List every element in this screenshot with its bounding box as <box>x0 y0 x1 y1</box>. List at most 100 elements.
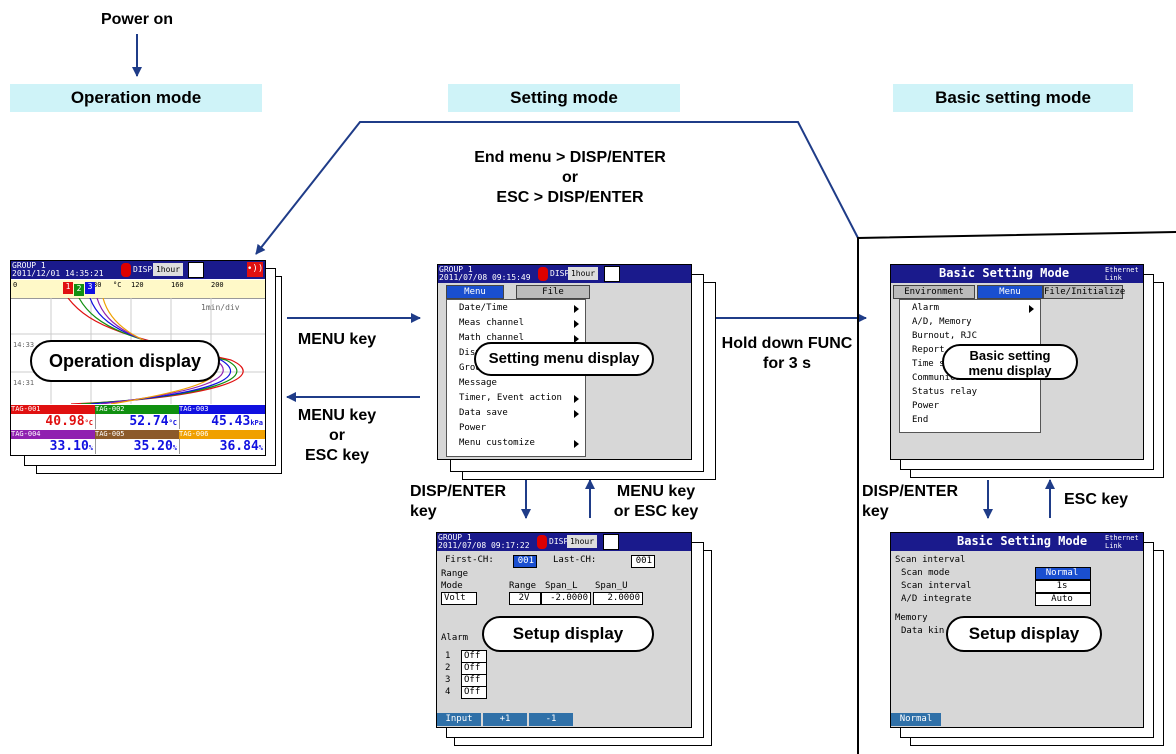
camera-icon <box>188 262 204 278</box>
menu-item[interactable]: Timer, Event action <box>459 393 562 403</box>
menu-item[interactable]: Math channel <box>459 333 525 343</box>
operation-display-label: Operation display <box>30 340 220 382</box>
marker-2: 2 <box>74 284 84 296</box>
menu-item[interactable]: Group <box>459 363 487 373</box>
marker-3: 3 <box>85 282 95 294</box>
menu-item[interactable]: Menu customize <box>459 438 535 448</box>
tab-environment[interactable]: Environment <box>893 285 975 299</box>
menu-item[interactable]: A/D, Memory <box>912 317 972 327</box>
interval-box: 1hour <box>153 263 183 276</box>
tab-file-initialize[interactable]: File/Initialize <box>1043 285 1126 299</box>
menu-item[interactable]: Data save <box>459 408 508 418</box>
tab-file[interactable]: File <box>516 285 590 299</box>
setting-mode-header: Setting mode <box>448 84 680 112</box>
last-ch-field[interactable]: 001 <box>631 555 655 568</box>
menu-item[interactable]: End <box>912 415 929 425</box>
menu-item[interactable]: Burnout, RJC <box>912 331 978 341</box>
return-to-operation-arrow <box>255 121 859 255</box>
span-u-label: Span_U <box>595 581 628 591</box>
ad-integrate-label: A/D integrate <box>901 594 972 604</box>
span-l-field[interactable]: -2.0000 <box>541 592 591 605</box>
menu-item[interactable]: Communicat <box>912 373 967 383</box>
menu-item[interactable]: Meas channel <box>459 318 525 328</box>
tag-1-value: 40.98°C <box>45 414 93 429</box>
mode-label: Mode <box>441 581 463 591</box>
setting-menu-header: GROUP 1 2011/07/08 09:15:49 DISP 1hour <box>438 265 691 283</box>
alarm-4-field[interactable]: Off <box>461 686 487 699</box>
operation-header: GROUP 1 2011/12/01 14:35:21 DISP 1hour •… <box>11 261 265 279</box>
tag-1-name: TAG-001 <box>11 405 95 414</box>
scan-mode-field[interactable]: Normal <box>1035 567 1091 580</box>
camera-icon <box>604 266 620 282</box>
span-u-field[interactable]: 2.0000 <box>593 592 643 605</box>
tag-4-value: 33.10% <box>49 439 93 454</box>
hold-func-label: Hold down FUNC for 3 s <box>721 335 853 372</box>
back-key-label: MENU key or ESC key <box>297 407 377 464</box>
camera-icon <box>603 534 619 550</box>
range-field[interactable]: 2V <box>509 592 541 605</box>
softkey-plus1[interactable]: +1 <box>483 713 527 726</box>
esc-key-label: ESC key <box>1064 491 1129 508</box>
alarm-icon <box>121 263 131 277</box>
setting-menu-display-label: Setting menu display <box>474 342 654 376</box>
last-ch-label: Last-CH: <box>553 555 597 565</box>
softkey-input[interactable]: Input <box>437 713 481 726</box>
tag-3-name: TAG-003 <box>179 405 265 414</box>
menu-item[interactable]: Report <box>912 345 945 355</box>
setting-menu-list: Date/Time Meas channel Math channel Disp… <box>446 299 586 457</box>
data-kind-label: Data kin <box>901 626 945 636</box>
menu-item[interactable]: Power <box>912 401 940 411</box>
scan-mode-label: Scan mode <box>901 568 950 578</box>
softkey-bar: Normal <box>891 713 1143 727</box>
top-arrow-label: End menu > DISP/ENTER or ESC > DISP/ENTE… <box>474 149 666 206</box>
scan-interval-field[interactable]: 1s <box>1035 580 1091 593</box>
alarm-2-num: 2 <box>445 663 451 673</box>
menu-item[interactable]: Status relay <box>912 387 978 397</box>
tab-menu[interactable]: Menu <box>977 285 1043 299</box>
menu-item[interactable]: Time sett <box>912 359 961 369</box>
disp-enter-label-basic: DISP/ENTER key <box>862 483 959 520</box>
setup-display-label: Setup display <box>482 616 654 652</box>
operation-mode-header: Operation mode <box>10 84 262 112</box>
alarm-4-num: 4 <box>445 687 451 697</box>
basic-setting-menu-display-label: Basic setting menu display <box>942 344 1078 380</box>
alarm-1-num: 1 <box>445 651 451 661</box>
basic-setting-mode-header: Basic setting mode <box>893 84 1133 112</box>
menu-esc-label: MENU key or ESC key <box>613 483 699 520</box>
ad-integrate-field[interactable]: Auto <box>1035 593 1091 606</box>
tag-2-value: 52.74°C <box>129 414 177 429</box>
time-1: 14:33 <box>13 341 35 349</box>
alarm-3-num: 3 <box>445 675 451 685</box>
basic-setup-display-label: Setup display <box>946 616 1102 652</box>
span-l-label: Span_L <box>545 581 578 591</box>
alarm-icon <box>538 267 548 281</box>
alarm-icon <box>537 535 547 549</box>
power-on-label: Power on <box>100 11 173 28</box>
tag-5-name: TAG-005 <box>95 430 179 439</box>
alarm-label: Alarm <box>441 633 469 643</box>
basic-setup-header: Basic Setting Mode Ethernet Link <box>891 533 1143 551</box>
tag-4-name: TAG-004 <box>11 430 95 439</box>
status-icon: •)) <box>247 262 263 277</box>
scan-interval-header: Scan interval <box>895 555 966 565</box>
setup-header: GROUP 1 2011/07/08 09:17:22 DISP 1hour <box>437 533 691 551</box>
softkey-bar: Input +1 -1 <box>437 713 691 727</box>
marker-1: 1 <box>63 282 73 294</box>
menu-item[interactable]: Date/Time <box>459 303 508 313</box>
softkey-normal[interactable]: Normal <box>891 713 941 726</box>
tag-panel: TAG-001 40.98°C TAG-002 52.74°C TAG-003 … <box>11 405 265 455</box>
basic-menu-header: Basic Setting Mode Ethernet Link <box>891 265 1143 283</box>
scan-interval-label: Scan interval <box>901 581 972 591</box>
first-ch-field[interactable]: 001 <box>513 555 537 568</box>
softkey-minus1[interactable]: -1 <box>529 713 573 726</box>
mode-field[interactable]: Volt <box>441 592 477 605</box>
menu-item[interactable]: Alarm <box>912 303 940 313</box>
time-2: 14:31 <box>13 379 35 387</box>
menu-item[interactable]: Power <box>459 423 487 433</box>
tag-2-name: TAG-002 <box>95 405 179 414</box>
menu-item[interactable]: Displ <box>459 348 487 358</box>
scale-bar: 0 80 °C 120 160 200 <box>11 280 265 299</box>
basic-mode-frame <box>857 231 1176 754</box>
tab-menu[interactable]: Menu <box>446 285 504 299</box>
menu-item[interactable]: Message <box>459 378 497 388</box>
